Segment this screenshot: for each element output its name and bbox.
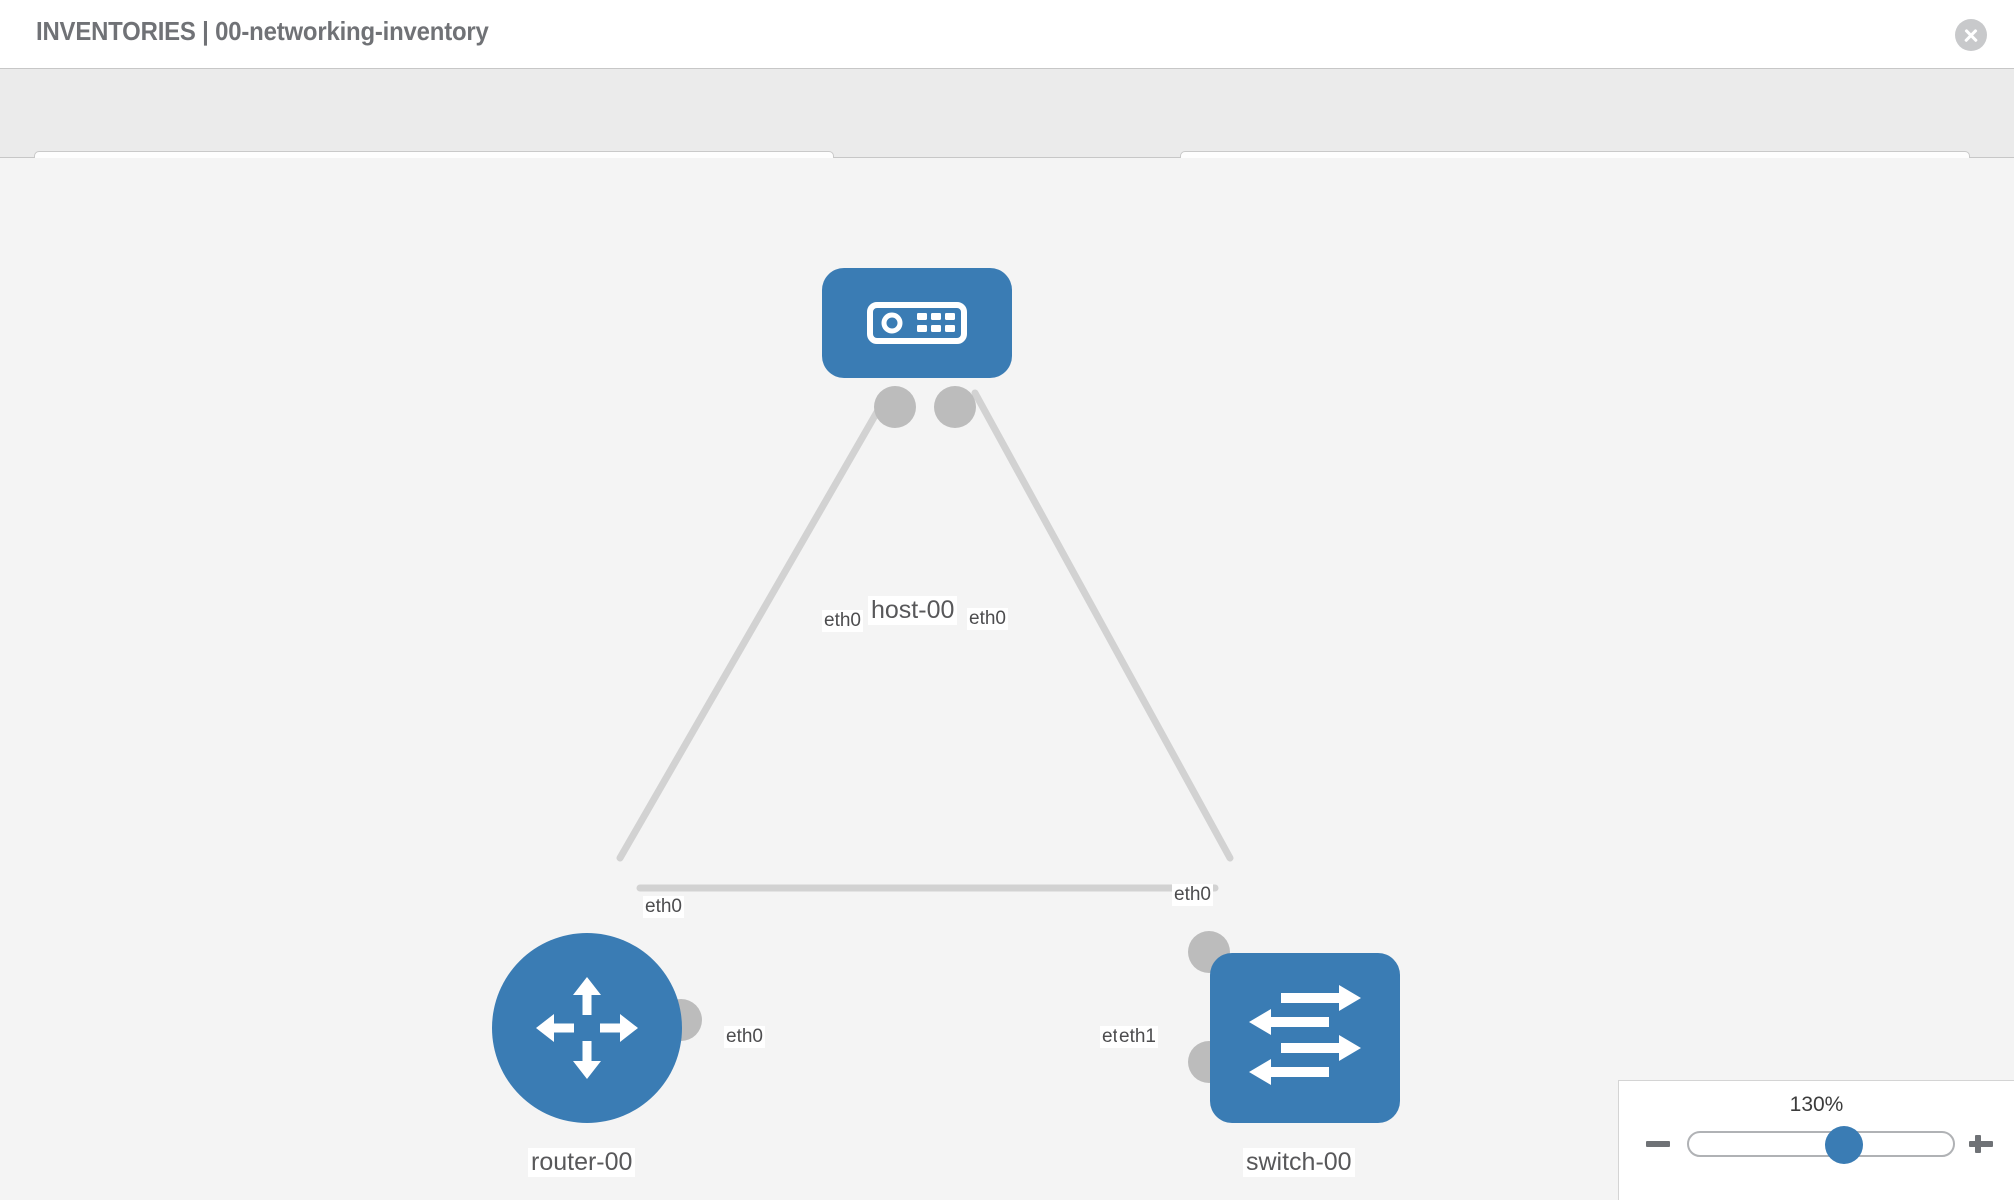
zoom-out-button[interactable]	[1643, 1129, 1673, 1159]
interface-label-host-left: eth0	[822, 610, 863, 632]
zoom-control-panel: 130%	[1618, 1080, 2014, 1200]
port-host-left	[874, 386, 916, 428]
close-icon[interactable]	[1955, 19, 1987, 51]
switch-node-shape	[1210, 953, 1400, 1123]
router-arrows-icon	[536, 977, 638, 1079]
page-header: INVENTORIES | 00-networking-inventory	[0, 0, 2014, 68]
node-switch-00[interactable]	[1188, 931, 1400, 1123]
page-title: INVENTORIES | 00-networking-inventory	[36, 16, 489, 46]
interface-label-router-upper: eth0	[643, 896, 684, 918]
node-host-00[interactable]	[822, 268, 1012, 458]
interface-label-router-right: eth0	[724, 1026, 765, 1048]
interface-label-switch-upper: eth0	[1172, 884, 1213, 906]
zoom-slider-thumb[interactable]	[1825, 1126, 1864, 1164]
topology-edges	[616, 389, 1234, 892]
zoom-level-label: 130%	[1789, 1093, 1844, 1116]
node-label-router-00: router-00	[528, 1148, 636, 1177]
edge-host-switch	[971, 389, 1234, 862]
host-node-shape	[822, 268, 1012, 378]
node-label-host-00: host-00	[868, 596, 958, 625]
router-node-shape	[492, 933, 682, 1123]
port-host-right	[934, 386, 976, 428]
node-router-00[interactable]	[492, 933, 722, 1123]
interface-label-switch-left: eth1	[1117, 1026, 1158, 1048]
interface-label-host-right: eth0	[967, 608, 1008, 630]
server-device-icon	[867, 302, 967, 344]
toolbar: ACTIONS SEARCH	[0, 68, 2014, 205]
switch-arrows-icon	[1249, 985, 1361, 1085]
edge-host-router	[616, 389, 892, 862]
topology-canvas[interactable]: eth0 host-00 eth0 eth0	[0, 158, 2014, 1200]
zoom-in-button[interactable]	[1966, 1129, 1996, 1159]
node-label-switch-00: switch-00	[1243, 1148, 1355, 1177]
zoom-slider[interactable]	[1687, 1126, 1955, 1164]
